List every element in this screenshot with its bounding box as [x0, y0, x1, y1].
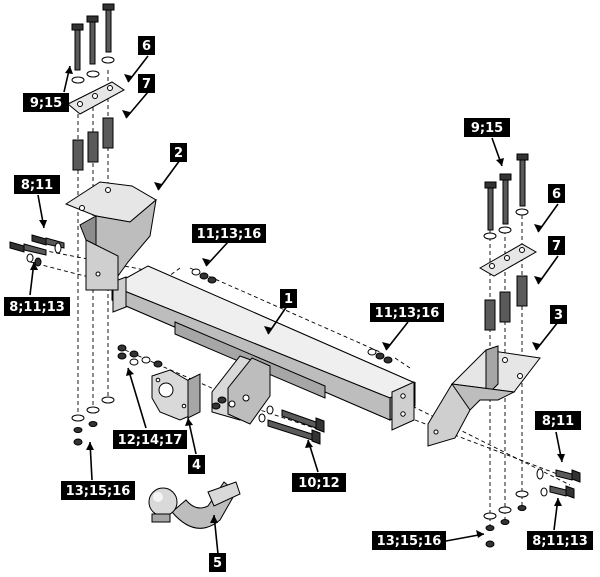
right-bolt-set — [483, 153, 529, 240]
socket-nuts — [117, 344, 163, 368]
socket-plate-part — [151, 369, 201, 421]
left-plate-part — [67, 81, 125, 115]
left-lower-nuts — [71, 396, 115, 446]
callout-label-6-right: 6 — [548, 184, 565, 203]
right-bracket-part — [427, 345, 541, 447]
callout-text: 9;15 — [30, 96, 62, 111]
callout-label-8-11-13-left: 8;11;13 — [4, 297, 70, 316]
right-spacer-set — [484, 275, 528, 331]
callout-text: 7 — [552, 239, 561, 254]
callout-label-8-11-13-right: 8;11;13 — [527, 531, 593, 550]
callout-label-5: 5 — [209, 553, 226, 572]
callout-label-11-13-16-left: 11;13;16 — [192, 224, 266, 243]
left-bolt-set — [71, 3, 115, 84]
callout-label-1: 1 — [280, 289, 297, 308]
callout-text: 13;15;16 — [66, 484, 131, 499]
callout-text: 1 — [284, 292, 293, 307]
right-plate-part — [478, 243, 538, 277]
callout-label-13-15-16-right: 13;15;16 — [372, 531, 446, 550]
left-bracket-part — [64, 181, 157, 291]
callout-text: 11;13;16 — [375, 306, 440, 321]
towball-part — [148, 481, 241, 529]
callout-label-6-left: 6 — [138, 36, 155, 55]
callout-text: 12;14;17 — [118, 433, 183, 448]
callout-text: 11;13;16 — [197, 227, 262, 242]
callout-label-4: 4 — [188, 455, 205, 474]
callout-label-2: 2 — [170, 143, 187, 162]
callout-label-13-15-16-left: 13;15;16 — [61, 481, 135, 500]
callout-text: 8;11;13 — [9, 300, 65, 315]
leader-arrowheads — [30, 66, 565, 538]
left-spacer-set — [72, 117, 114, 171]
callout-label-7-left: 7 — [138, 74, 155, 93]
towball-bolts — [211, 396, 325, 445]
callout-label-3: 3 — [550, 305, 567, 324]
mid-left-nuts — [191, 268, 217, 284]
right-side-bolts — [536, 468, 581, 499]
callout-label-7-right: 7 — [548, 236, 565, 255]
callout-text: 10;12 — [298, 476, 339, 491]
callout-label-9-15-left: 9;15 — [23, 93, 69, 112]
callout-label-10-12: 10;12 — [292, 473, 346, 492]
callout-text: 8;11 — [542, 414, 574, 429]
callout-text: 9;15 — [471, 121, 503, 136]
callout-text: 6 — [142, 39, 151, 54]
callout-text: 8;11 — [21, 178, 53, 193]
callout-text: 5 — [213, 556, 222, 571]
callout-text: 8;11;13 — [532, 534, 588, 549]
callout-label-8-11-right: 8;11 — [535, 411, 581, 430]
callout-text: 4 — [192, 458, 201, 473]
right-lower-nuts — [483, 490, 529, 548]
mid-right-nuts — [367, 348, 393, 364]
callout-label-12-14-17: 12;14;17 — [113, 430, 187, 449]
callout-text: 6 — [552, 187, 561, 202]
crossbar-part — [110, 265, 417, 431]
callout-label-9-15-right: 9;15 — [464, 118, 510, 137]
callout-text: 7 — [142, 77, 151, 92]
callout-text: 13;15;16 — [377, 534, 442, 549]
callout-label-11-13-16-right: 11;13;16 — [370, 303, 444, 322]
callout-text: 2 — [174, 146, 183, 161]
callout-label-8-11-left: 8;11 — [14, 175, 60, 194]
left-side-bolts — [9, 234, 65, 267]
callout-text: 3 — [554, 308, 563, 323]
